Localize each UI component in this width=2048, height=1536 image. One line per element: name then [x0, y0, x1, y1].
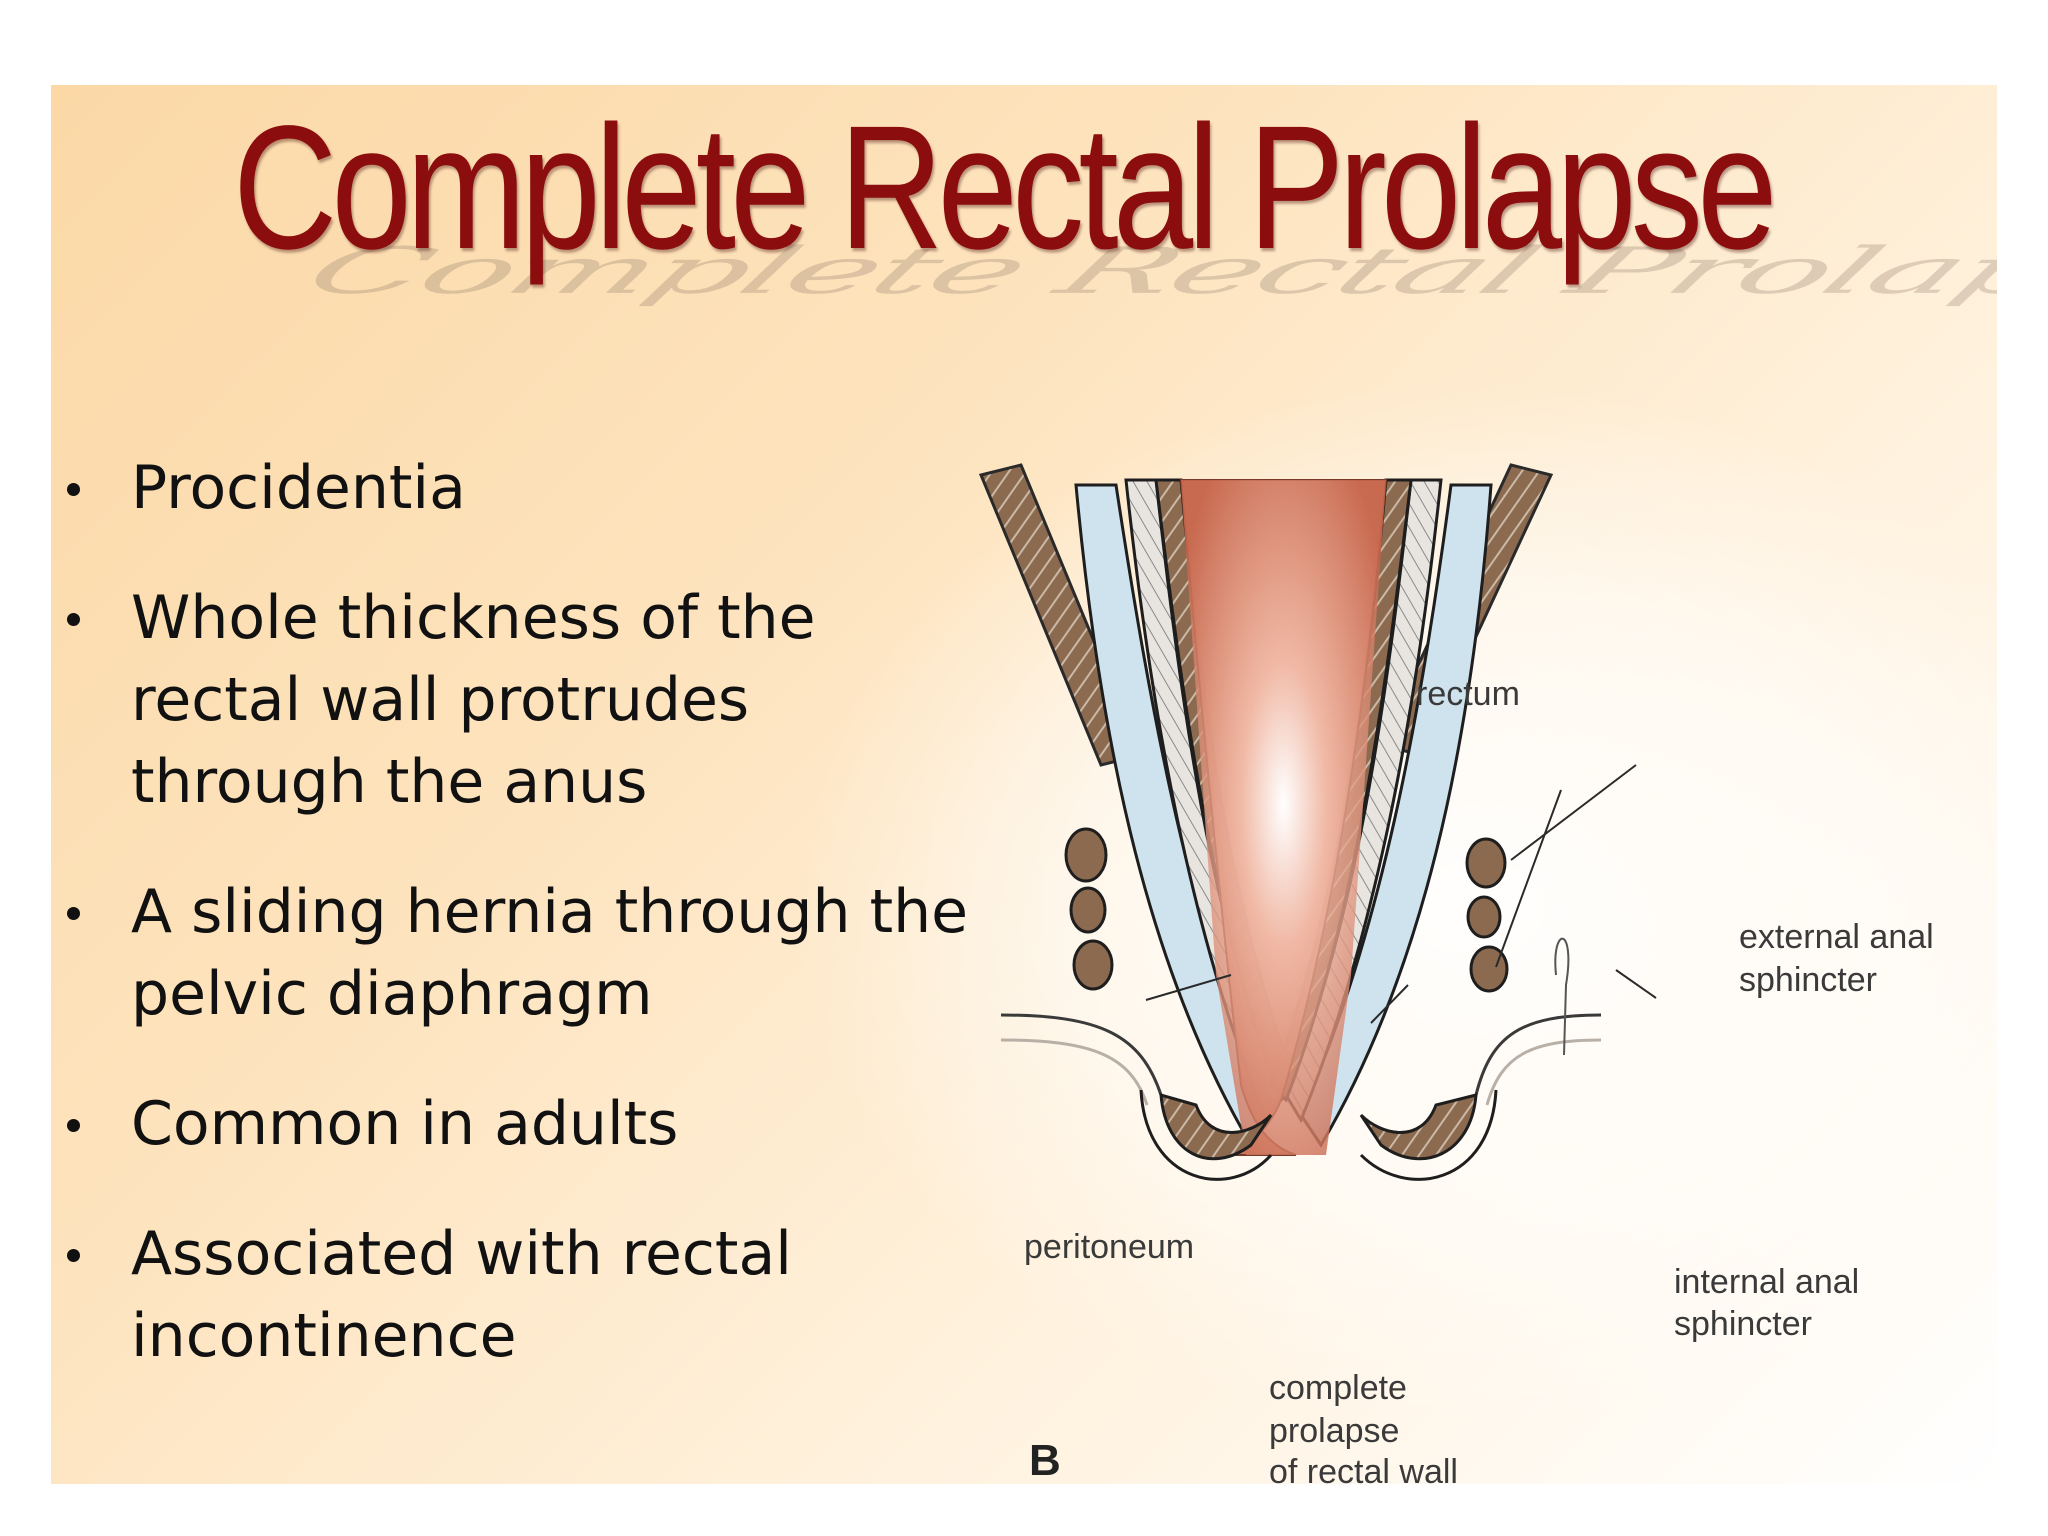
bullet-item: Procidentia	[51, 447, 991, 529]
leader-external-a	[1510, 764, 1637, 861]
slide-title: Complete Rectal Prolapse	[233, 90, 1778, 286]
prolapse-diagram: rectum external anal sphincter peritoneu…	[951, 455, 1991, 1484]
bullet-item: Associated with rectal incontinence	[51, 1213, 991, 1377]
skin-line-right	[1474, 1013, 1602, 1096]
bullet-text: Common in adults	[131, 1089, 679, 1159]
leader-complete	[1370, 984, 1409, 1024]
label-complete-1: complete	[1269, 1369, 1407, 1407]
skin-line-right-lower	[1485, 1038, 1602, 1106]
leader-internal	[1615, 969, 1657, 999]
bullet-list: Procidentia Whole thickness of the recta…	[51, 447, 991, 1425]
bullet-text: A sliding hernia through the pelvic diap…	[131, 877, 969, 1029]
label-complete-2: prolapse	[1269, 1412, 1399, 1450]
bullet-text: Associated with rectal incontinence	[131, 1219, 792, 1371]
label-complete-3: of rectal wall	[1269, 1453, 1458, 1484]
bullet-icon	[67, 613, 80, 626]
panel-letter: B	[1029, 1436, 1061, 1484]
bullet-icon	[67, 1249, 80, 1262]
right-prolapse-loop	[1359, 1093, 1478, 1161]
label-external-2: sphincter	[1739, 961, 1877, 999]
left-sphincter-1	[1064, 827, 1108, 883]
bullet-icon	[67, 907, 80, 920]
label-rectum: rectum	[1416, 675, 1520, 713]
bullet-item: Common in adults	[51, 1083, 991, 1165]
diagram-svg: rectum external anal sphincter peritoneu…	[978, 463, 1934, 1484]
left-sphincter-2	[1069, 886, 1107, 934]
skin-line-left-lower	[1000, 1038, 1149, 1106]
leader-external-b	[1495, 789, 1562, 968]
right-sphincter-3	[1469, 945, 1509, 993]
title-area: Complete Rectal Prolapse Complete Rectal…	[51, 85, 1997, 315]
bullet-text: Procidentia	[131, 453, 466, 523]
bullet-item: A sliding hernia through the pelvic diap…	[51, 871, 991, 1035]
right-sphincter-2	[1466, 895, 1502, 939]
left-sphincter-3	[1072, 939, 1114, 991]
label-internal-1: internal anal	[1674, 1263, 1859, 1301]
hair-mark	[1554, 937, 1570, 1056]
label-internal-2: sphincter	[1674, 1305, 1812, 1343]
label-external-1: external anal	[1739, 918, 1934, 956]
left-prolapse-loop	[1159, 1092, 1273, 1161]
rectum-column	[1181, 480, 1386, 1155]
bullet-text: Whole thickness of the rectal wall protr…	[131, 583, 816, 817]
bullet-icon	[67, 483, 80, 496]
leader-peritoneum	[1145, 974, 1232, 1001]
label-peritoneum: peritoneum	[1024, 1228, 1194, 1266]
left-loop-outline	[1139, 1089, 1273, 1181]
bullet-icon	[67, 1119, 80, 1132]
right-loop-outline	[1359, 1089, 1498, 1181]
right-sphincter-1	[1465, 837, 1507, 889]
skin-line-left	[1000, 1013, 1163, 1096]
bullet-item: Whole thickness of the rectal wall protr…	[51, 577, 991, 823]
slide: Complete Rectal Prolapse Complete Rectal…	[51, 85, 1997, 1484]
